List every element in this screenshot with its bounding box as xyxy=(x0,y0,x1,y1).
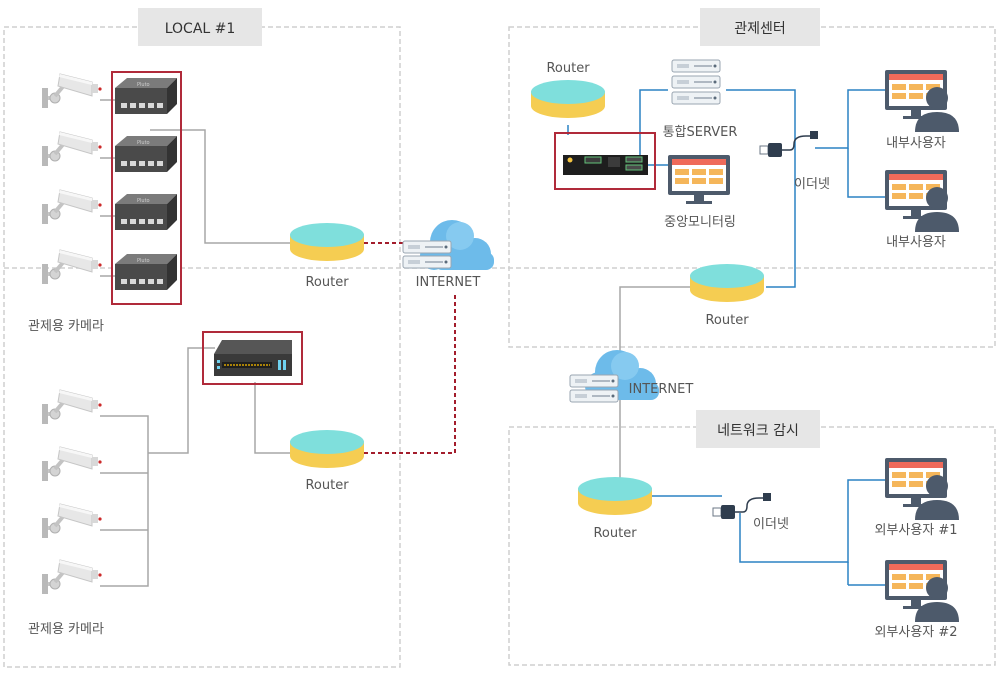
internet-dashed-links xyxy=(364,242,456,454)
router-local-1-label: Router xyxy=(305,275,349,290)
local-title: LOCAL #1 xyxy=(165,21,236,37)
center-gray-links xyxy=(619,286,690,478)
cctv-camera-icon xyxy=(40,188,104,226)
router-local-2-label: Router xyxy=(305,478,349,493)
camera-group-1-label: 관제용 카메라 xyxy=(28,319,104,334)
central-monitor-label: 중앙모니터링 xyxy=(664,215,736,230)
server-label: 통합SERVER xyxy=(663,125,738,140)
network-monitor-title: 네트워크 감시 xyxy=(717,423,799,439)
ethernet-monitor-label: 이더넷 xyxy=(753,517,789,532)
user-workstation-icon xyxy=(885,560,959,622)
nvr-highlight xyxy=(202,331,303,385)
router-center-top-label: Router xyxy=(546,61,590,76)
video-encoder-icon xyxy=(115,194,177,230)
video-encoder-icon xyxy=(115,254,177,290)
encoder-group-highlight xyxy=(111,71,182,305)
local-title-bg xyxy=(138,8,262,46)
router-icon xyxy=(290,223,364,261)
internet-2-label: INTERNET xyxy=(629,382,694,397)
server-rack-icon xyxy=(671,59,721,105)
user-workstation-icon xyxy=(885,458,959,520)
cctv-camera-icon xyxy=(40,502,104,540)
ethernet-cable-icon xyxy=(759,130,819,158)
external-user-2-label: 외부사용자 #2 xyxy=(874,625,957,640)
internet-1-label: INTERNET xyxy=(416,275,481,290)
router-monitor-label: Router xyxy=(593,526,637,541)
internal-user-2-label: 내부사용자 xyxy=(886,235,946,250)
server-rack-icon xyxy=(569,374,619,388)
video-encoder-icon xyxy=(115,136,177,172)
nvr-recorder-icon xyxy=(214,340,292,376)
section-local-box xyxy=(3,26,401,668)
router-icon xyxy=(531,80,605,118)
camera-group-2-label: 관제용 카메라 xyxy=(28,622,104,637)
camera-group-2 xyxy=(40,388,104,596)
cctv-camera-icon xyxy=(40,445,104,483)
cctv-camera-icon xyxy=(40,558,104,596)
control-center-title-bg xyxy=(700,8,820,46)
network-monitor-title-bg xyxy=(696,410,820,448)
router-icon xyxy=(690,264,764,302)
cctv-camera-icon xyxy=(40,388,104,426)
camera-group-1 xyxy=(40,72,104,286)
gateway-device-icon xyxy=(563,155,648,175)
gateway-highlight xyxy=(554,132,656,190)
internal-user-1-label: 내부사용자 xyxy=(886,136,946,151)
router-center-mid-label: Router xyxy=(705,313,749,328)
ethernet-cable-icon xyxy=(712,492,772,520)
user-workstation-icon xyxy=(885,170,959,232)
center-blue-links xyxy=(567,89,885,586)
cctv-camera-icon xyxy=(40,72,104,110)
user-workstation-icon xyxy=(885,70,959,132)
external-user-1-label: 외부사용자 #1 xyxy=(874,523,957,538)
router-icon xyxy=(290,430,364,468)
server-rack-icon xyxy=(402,255,452,269)
encoder-group xyxy=(115,78,177,290)
control-center-title: 관제센터 xyxy=(734,21,786,37)
video-encoder-icon xyxy=(115,78,177,114)
router-icon xyxy=(578,477,652,515)
server-rack-icon xyxy=(569,389,619,403)
cctv-camera-icon xyxy=(40,248,104,286)
server-rack-icon xyxy=(402,240,452,254)
monitor-icon xyxy=(668,155,730,204)
cctv-camera-icon xyxy=(40,130,104,168)
camera-nvr-links xyxy=(100,347,290,587)
ethernet-center-label: 이더넷 xyxy=(794,177,830,192)
camera-encoder-links xyxy=(100,99,290,277)
